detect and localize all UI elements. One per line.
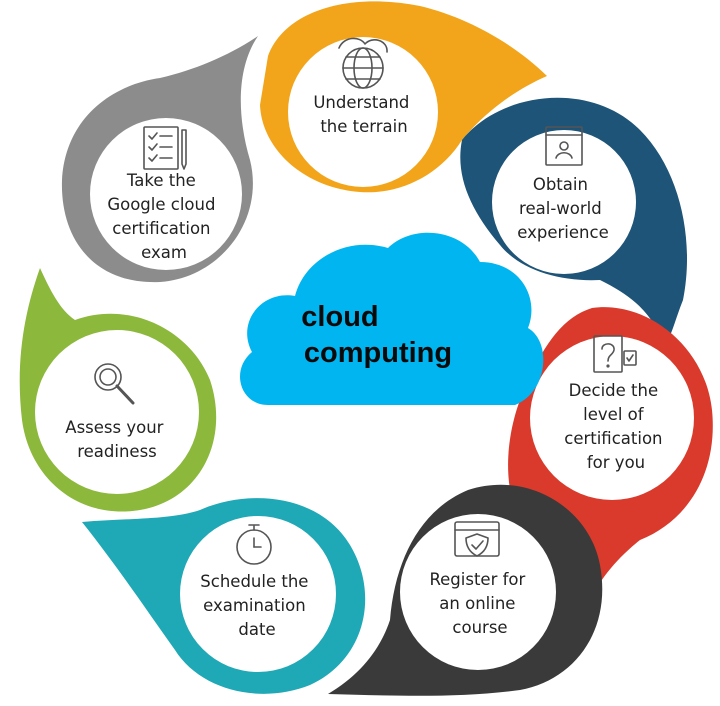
step-register-course-label: Register for an online course <box>429 570 530 637</box>
step-schedule-exam: Schedule the examination date <box>82 498 366 694</box>
step-decide-level-label: Decide the level of certification for yo… <box>564 381 668 472</box>
stopwatch-icon <box>236 524 272 565</box>
step-obtain-experience: Obtain real-world experience <box>460 97 688 345</box>
step-obtain-experience-label: Obtain real-world experience <box>517 175 608 242</box>
cloud-shape <box>240 232 544 405</box>
step-understand-terrain-label: Understand the terrain <box>313 93 414 136</box>
certificate-icon <box>545 126 583 166</box>
step-understand-terrain: Understand the terrain <box>260 1 547 193</box>
step-take-exam: Take the Google cloud certification exam <box>61 36 258 283</box>
step-assess-readiness-label: Assess your readiness <box>65 418 168 461</box>
step-register-course: Register for an online course <box>328 484 603 696</box>
step-assess-readiness: Assess your readiness <box>19 268 217 512</box>
checklist-icon <box>143 126 187 170</box>
step-schedule-exam-label: Schedule the examination date <box>200 572 313 639</box>
step-take-exam-label: Take the Google cloud certification exam <box>107 171 220 262</box>
shield-browser-icon <box>454 521 500 557</box>
center-label: cloud computing <box>301 301 452 369</box>
question-document-icon <box>593 335 637 373</box>
magnifier-icon <box>94 363 135 405</box>
globe-icon <box>338 37 388 89</box>
center-cloud: cloud computing <box>240 232 544 405</box>
